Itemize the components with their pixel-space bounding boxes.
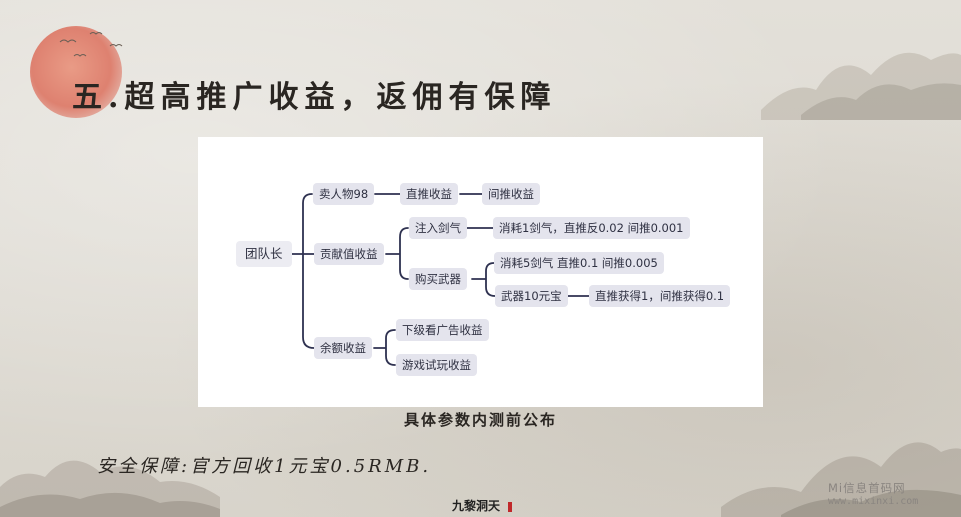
- watermark-url: www.mixinxi.com: [828, 496, 919, 507]
- connector-branch-2: [385, 227, 409, 280]
- mind-map-connectors: [287, 193, 590, 366]
- diagram-caption: 具体参数内测前公布: [403, 411, 557, 429]
- connector-sub-2: [471, 262, 496, 297]
- mountain-decoration-bottom-left: [0, 460, 220, 517]
- node-ad-income: 下级看广告收益: [396, 319, 489, 341]
- watermark-name: Mi信息首码网: [828, 481, 906, 495]
- slide-title: 五.超高推广收益，返佣有保障: [72, 80, 557, 115]
- mountain-decoration-bottom-right: [721, 442, 961, 517]
- node-direct-income: 直推收益: [400, 183, 458, 205]
- node-balance-income: 余额收益: [314, 337, 372, 359]
- node-indirect-income: 间推收益: [482, 183, 540, 205]
- node-sell-characters: 卖人物98: [313, 183, 375, 205]
- node-consume-1-qi: 消耗1剑气，直推反0.02 间推0.001: [493, 217, 690, 239]
- brand-logo: 九黎洞天: [452, 499, 501, 513]
- node-consume-5-qi: 消耗5剑气 直推0.1 间推0.005: [494, 252, 664, 274]
- mind-map-diagram: 团队长 卖人物98 直推收益 间推收益 贡献值收益 注入剑气 消耗1剑气，直推反…: [198, 137, 763, 407]
- connector-branch-3: [373, 329, 396, 366]
- mountain-decoration-top-right: [761, 52, 961, 120]
- node-root: 团队长: [236, 241, 292, 267]
- security-guarantee-text: 安全保障:官方回收1元宝0.5RMB.: [97, 456, 432, 477]
- node-buy-weapon: 购买武器: [409, 268, 467, 290]
- node-inject-sword-qi: 注入剑气: [409, 217, 467, 239]
- node-game-trial-income: 游戏试玩收益: [396, 354, 477, 376]
- node-weapon-reward: 直推获得1，间推获得0.1: [589, 285, 731, 307]
- connector-root: [287, 193, 315, 349]
- node-contribution-income: 贡献值收益: [314, 243, 384, 265]
- node-weapon-10-yuanbao: 武器10元宝: [495, 285, 568, 307]
- birds-decoration: [59, 32, 123, 57]
- logo-seal-mark: [508, 502, 512, 512]
